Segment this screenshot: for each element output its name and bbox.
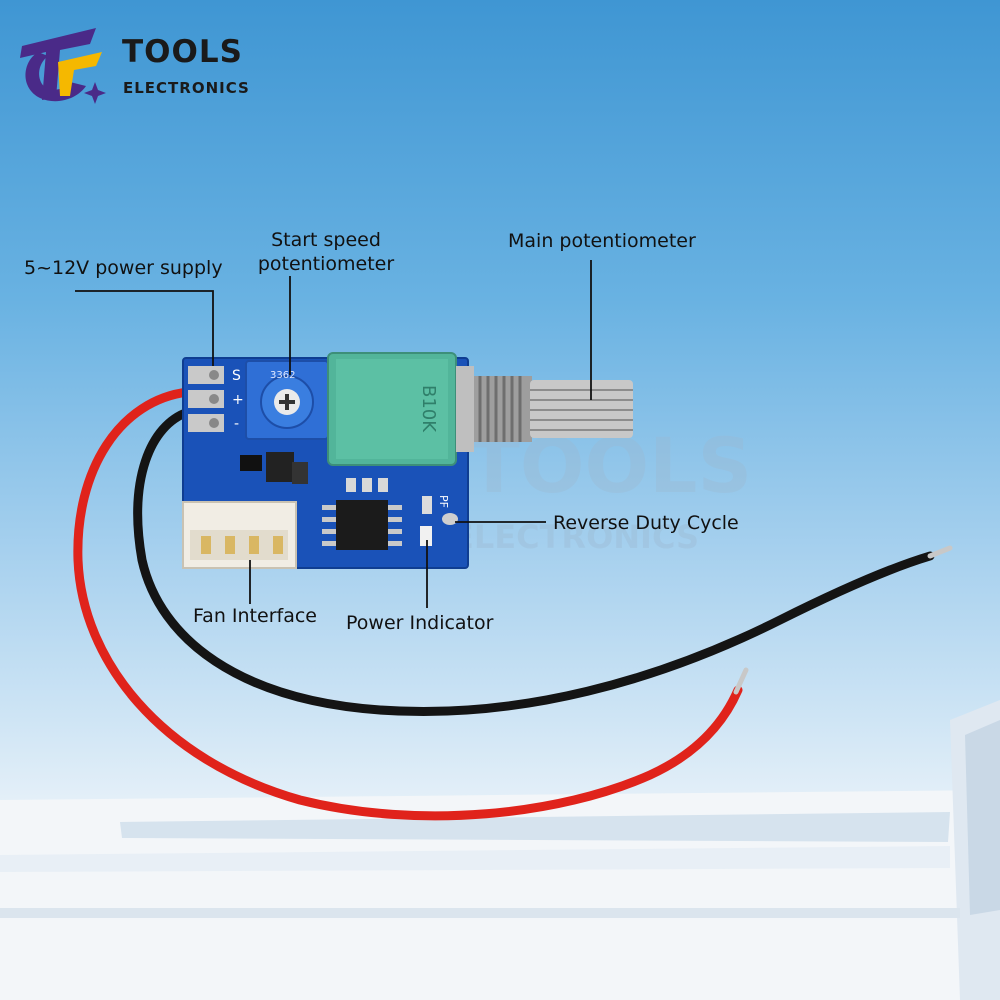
callout-lines <box>75 260 592 608</box>
pf-mark: PF <box>437 495 450 508</box>
brand-sub: ELECTRONICS <box>123 79 250 97</box>
label-start-speed-line2: potentiometer <box>257 253 395 275</box>
pin-minus-mark: - <box>234 416 239 432</box>
pot-code-mark: B10K <box>418 385 439 433</box>
brand-logo-icon <box>20 28 106 104</box>
pin-s-mark: S <box>232 368 241 384</box>
brand-name: TOOLS <box>122 34 243 70</box>
white-platform <box>0 700 1000 1000</box>
red-wire <box>73 387 743 821</box>
main-potentiometer <box>327 352 633 466</box>
label-power-supply: 5~12V power supply <box>24 257 223 279</box>
label-fan-interface: Fan Interface <box>193 605 317 627</box>
black-wire <box>133 407 935 717</box>
label-power-indicator: Power Indicator <box>346 612 494 634</box>
fan-connector <box>182 501 297 569</box>
label-reverse-duty: Reverse Duty Cycle <box>553 512 739 534</box>
svg-text:ELECTRONICS: ELECTRONICS <box>452 518 699 556</box>
trimmer-potentiometer <box>245 360 329 440</box>
trimmer-code-mark: 3362 <box>270 370 295 381</box>
label-main-pot: Main potentiometer <box>508 230 696 252</box>
pin-plus-mark: + <box>232 392 244 408</box>
label-start-speed-line1: Start speed <box>271 229 381 251</box>
